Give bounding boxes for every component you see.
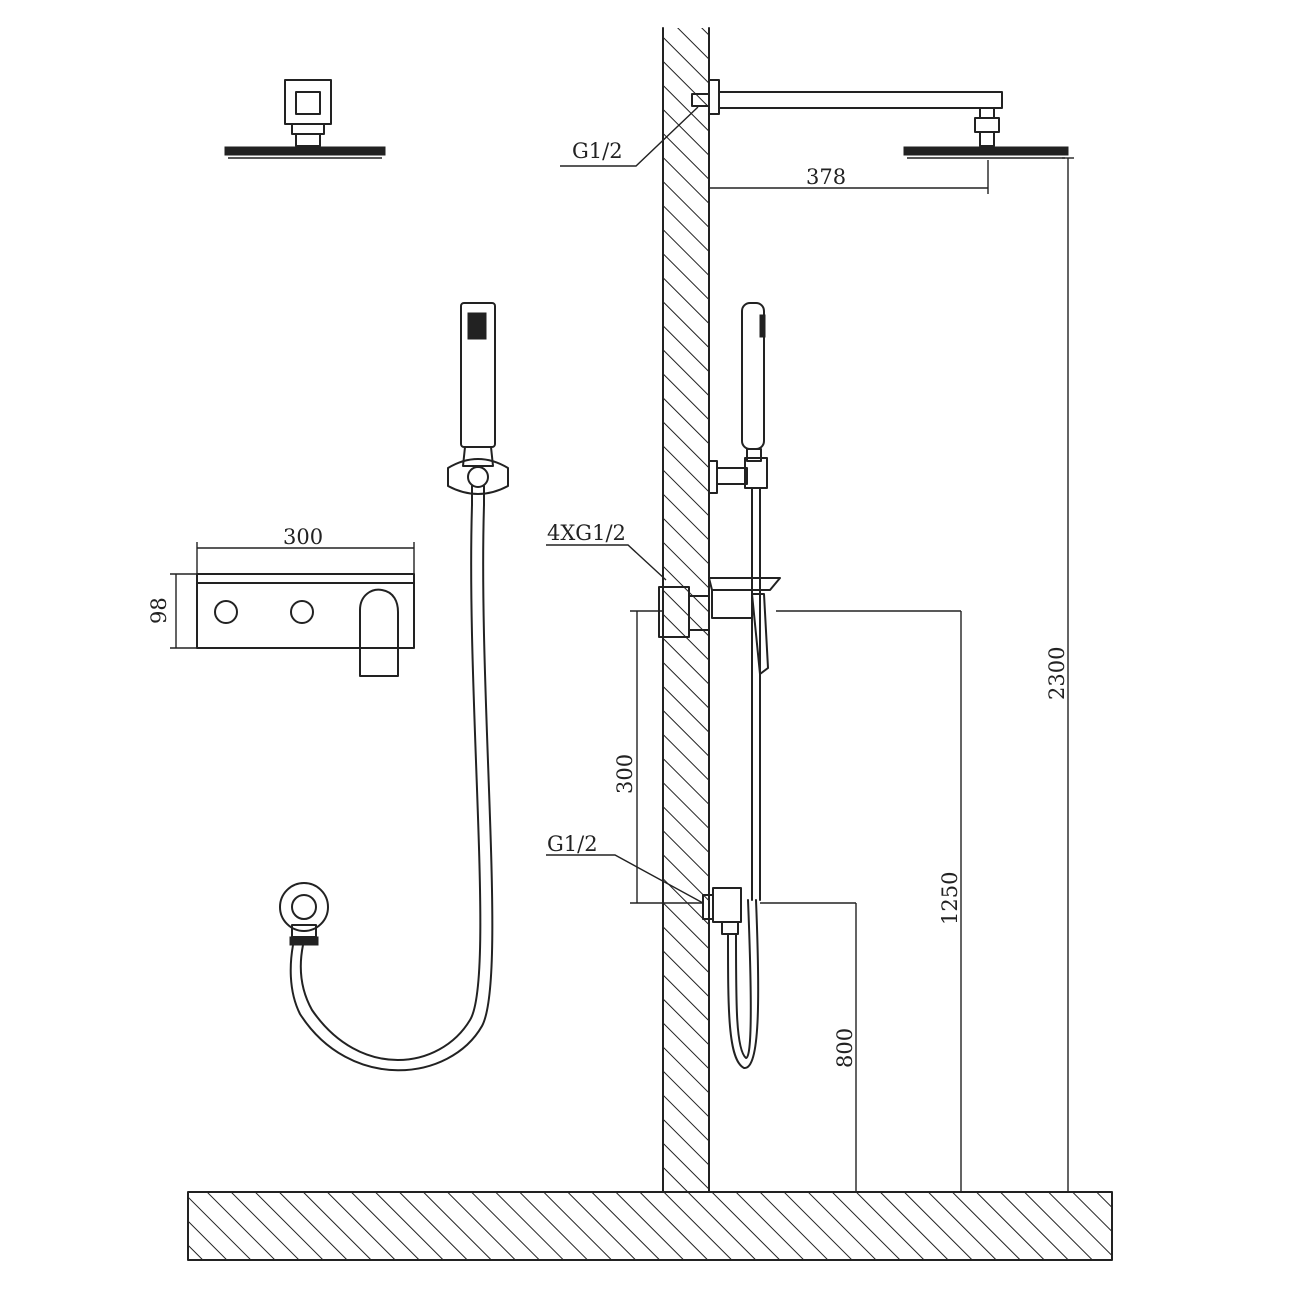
arm-length-dimension: 378 (709, 160, 989, 194)
slide-rail-side-view (751, 487, 761, 901)
four-x-g-half-callout: 4XG1/2 (546, 521, 667, 581)
g-half-bottom-label: G1/2 (547, 832, 598, 856)
floor-section (187, 1191, 1113, 1261)
mixer-panel-front-view (196, 573, 415, 677)
panel-height-dimension: 98 (147, 573, 197, 649)
shower-height-label: 2300 (1045, 647, 1069, 700)
g-half-top-callout: G1/2 (560, 106, 699, 167)
hand-shower-side-view (708, 302, 768, 494)
panel-width-dimension: 300 (196, 525, 415, 574)
mixer-valve-side-view (658, 577, 781, 675)
arm-length-label: 378 (806, 165, 846, 189)
shower-height-dimension: 2300 (1045, 157, 1074, 1192)
panel-width-label: 300 (283, 525, 323, 549)
valve-spacing-label: 300 (613, 754, 637, 794)
hose-side-view (727, 899, 760, 1069)
hose-front-view (289, 504, 494, 1072)
wall-section (662, 27, 710, 1193)
shower-arm-side-view (691, 79, 1069, 159)
outlet-height-label: 800 (833, 1028, 857, 1068)
outlet-height-dimension: 800 (760, 902, 857, 1192)
four-x-g-half-label: 4XG1/2 (547, 521, 626, 545)
wall-outlet-elbow-front-view (279, 882, 329, 946)
valve-spacing-dimension: 300 (613, 610, 703, 904)
mixer-height-dimension: 1250 (776, 610, 962, 1192)
panel-height-label: 98 (147, 597, 171, 624)
mixer-height-label: 1250 (938, 872, 962, 925)
overhead-shower-head-front-view (224, 79, 386, 159)
wall-outlet-side-view (702, 887, 742, 935)
hand-shower-front-view (447, 302, 509, 506)
g-half-bottom-callout: G1/2 (546, 832, 704, 904)
g-half-top-label: G1/2 (572, 139, 623, 163)
